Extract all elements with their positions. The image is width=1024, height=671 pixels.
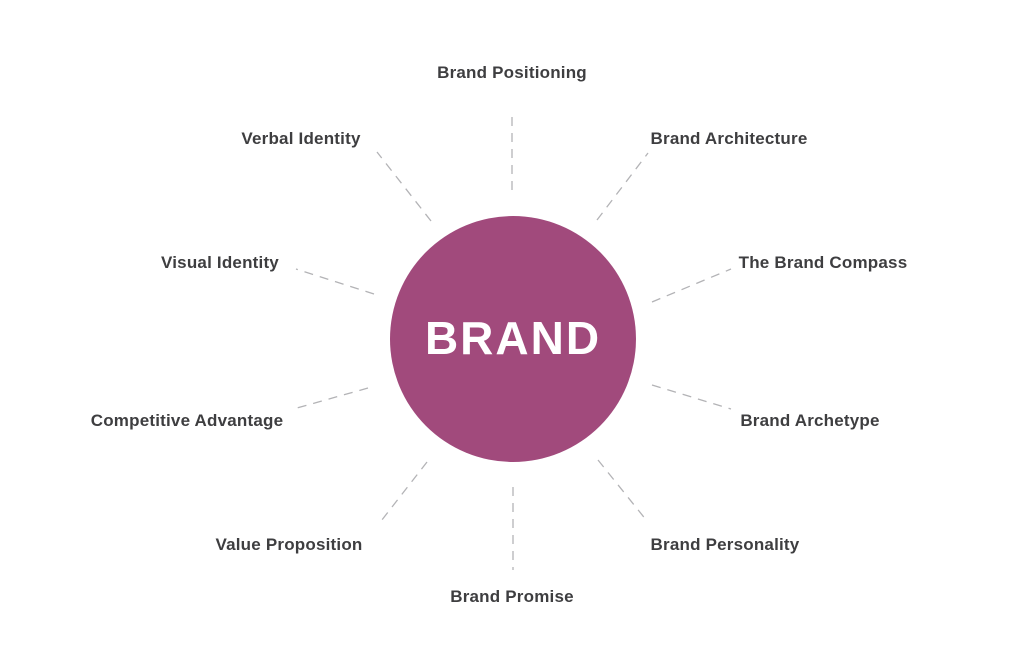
node-value-proposition: Value Proposition [215,535,363,554]
connector-value-proposition [377,461,428,526]
connector-competitive-advantage [296,387,369,409]
connector-the-brand-compass [651,268,732,303]
node-competitive-advantage: Competitive Advantage [90,411,284,430]
node-visual-identity: Visual Identity [161,253,279,272]
node-brand-archetype: Brand Archetype [740,411,880,430]
connector-visual-identity [295,268,375,295]
connector-verbal-identity [376,151,432,222]
connector-brand-architecture [596,152,649,221]
node-brand-architecture: Brand Architecture [650,129,808,148]
node-brand-personality: Brand Personality [650,535,800,554]
connector-brand-personality [597,459,648,522]
node-verbal-identity: Verbal Identity [241,129,361,148]
node-brand-positioning: Brand Positioning [437,63,587,82]
brand-hub-label: BRAND [424,311,602,364]
node-the-brand-compass: The Brand Compass [738,253,908,272]
connector-brand-archetype [651,384,732,410]
node-brand-promise: Brand Promise [450,587,574,606]
brand-hub-circle [390,216,636,462]
